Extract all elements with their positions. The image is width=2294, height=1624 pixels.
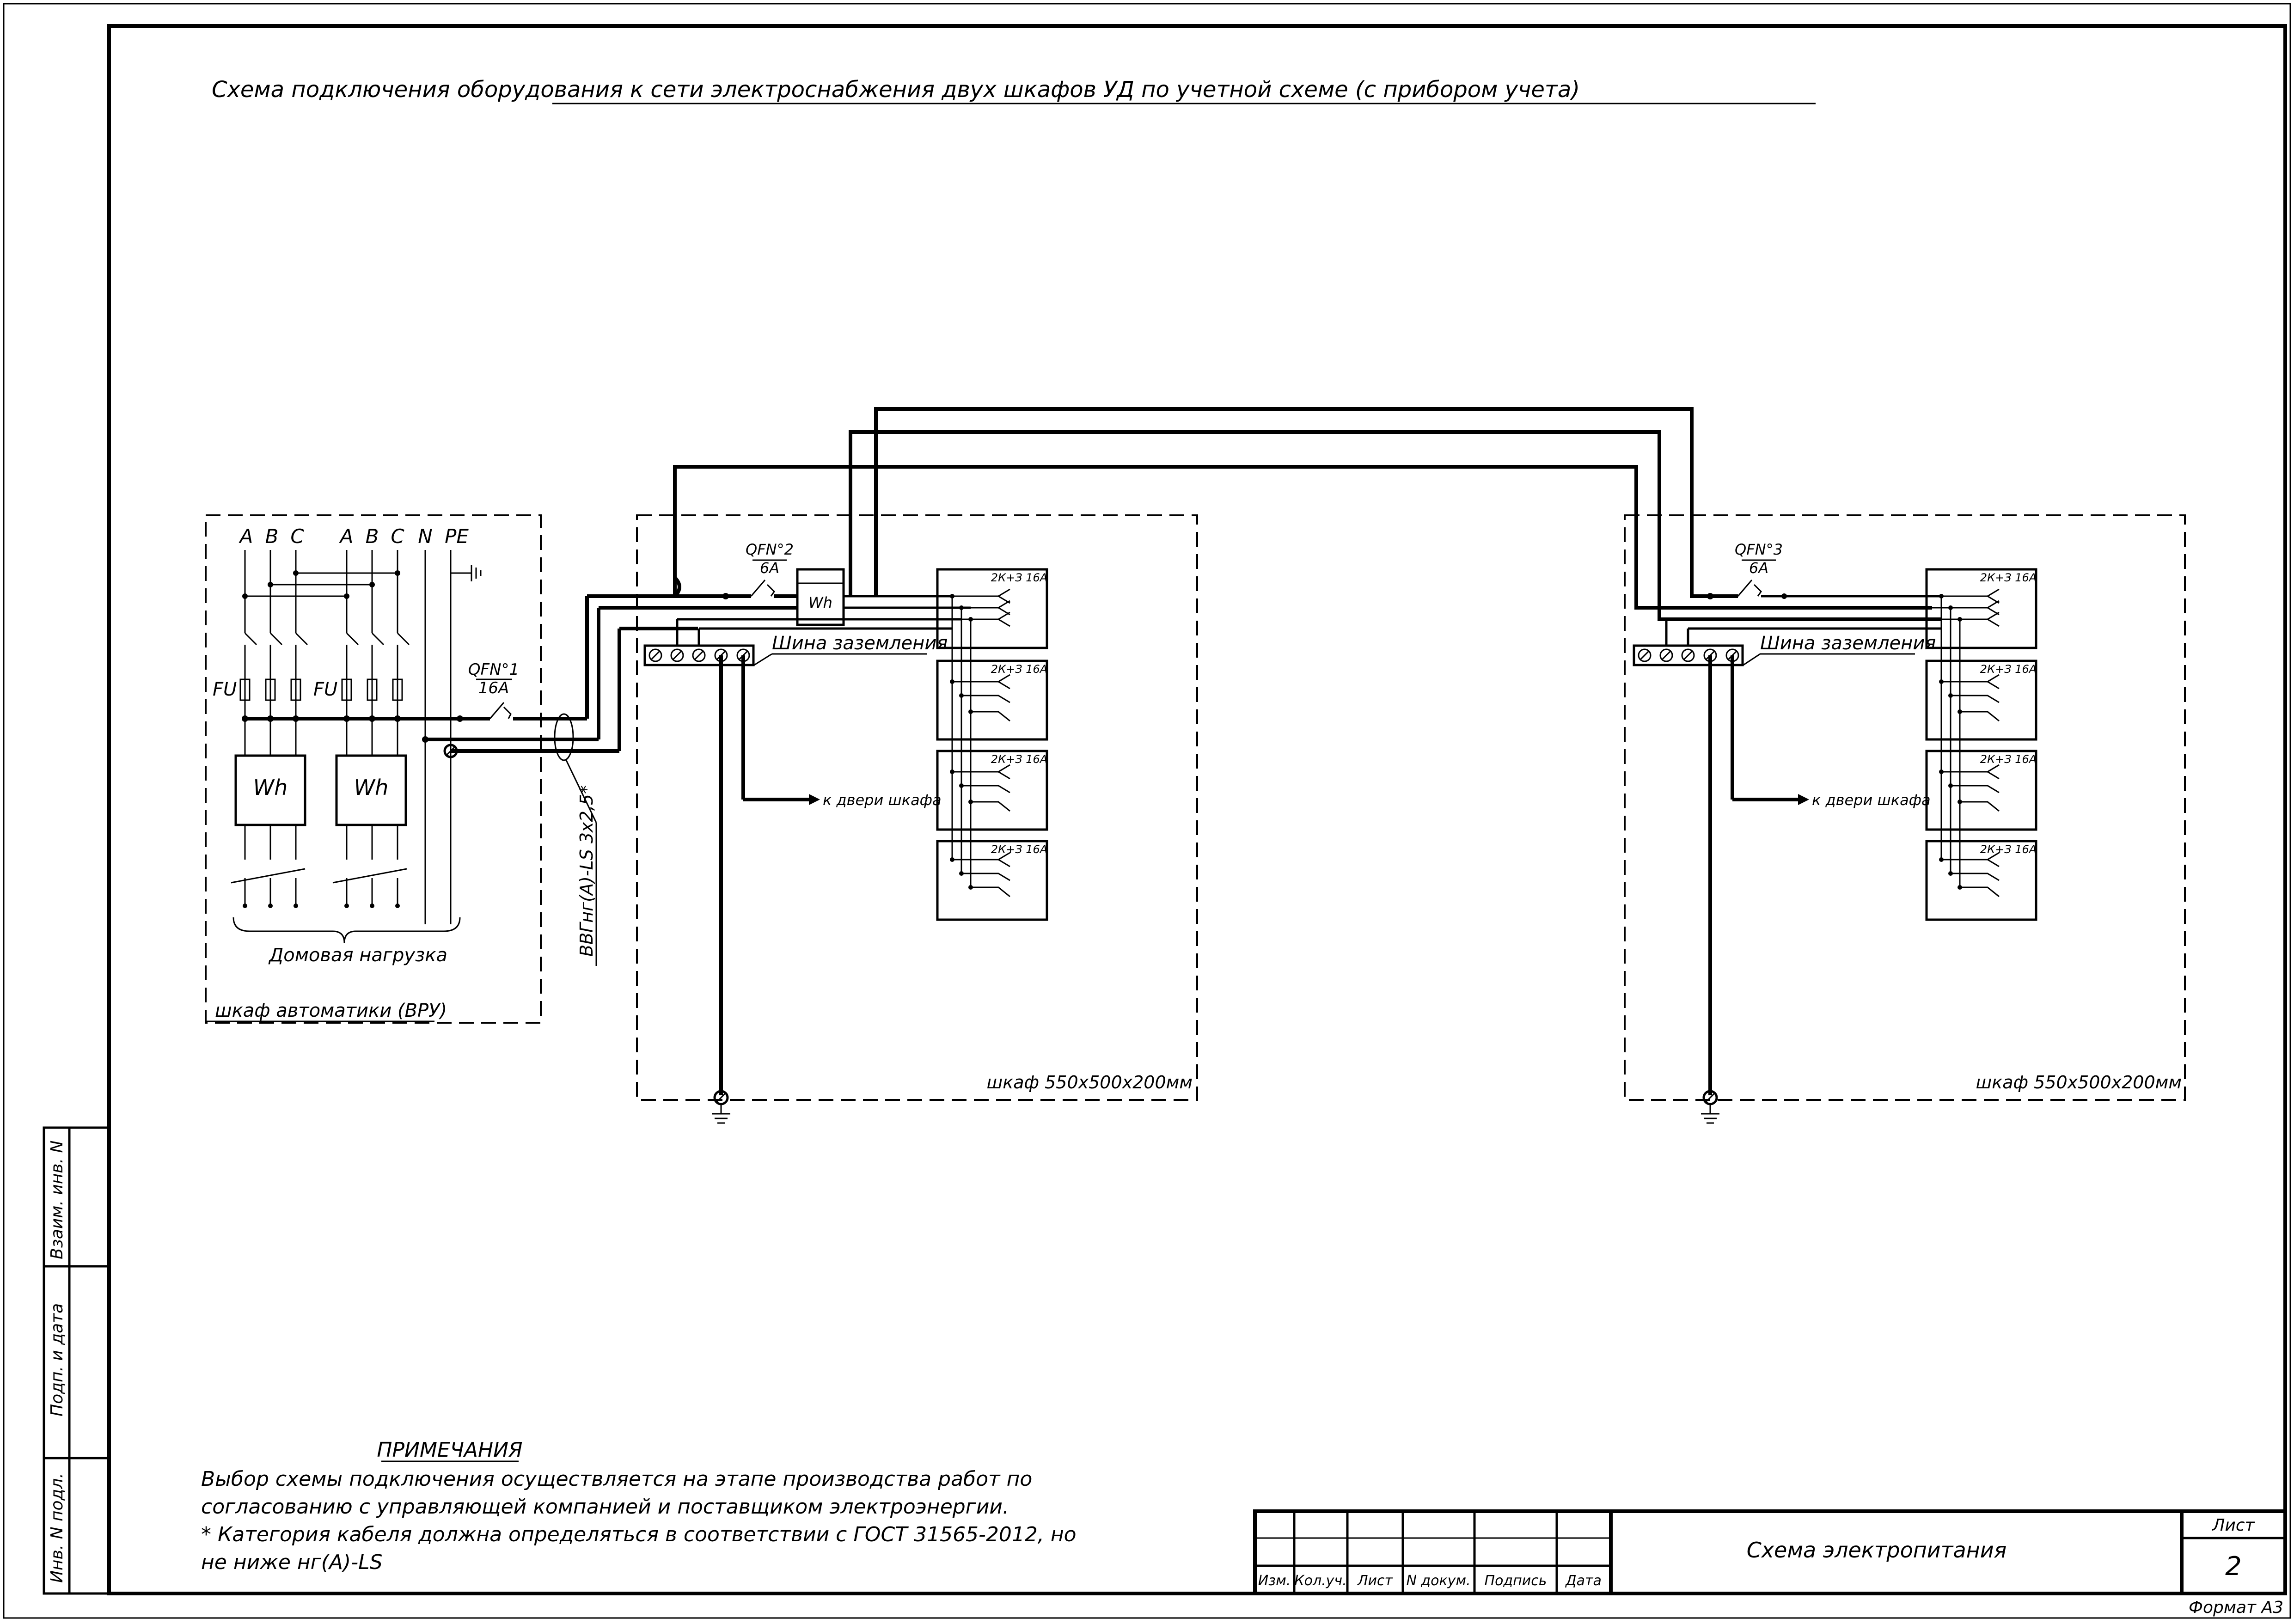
- cabinet-2-socket-4: [1925, 840, 2037, 921]
- tb-sheet-number: 2: [2225, 1551, 2242, 1581]
- cabinet-1-socket-4-label: 2К+З 16А: [991, 843, 1047, 856]
- cable-label: ВВГнг(А)-LS 3х2,5*: [576, 785, 597, 957]
- side-stamp-podp: Подп. и дата: [48, 1303, 67, 1416]
- cabinet-1-socket-3-label: 2К+З 16А: [991, 753, 1047, 766]
- side-stamp-vzaim: Взаим. инв. N: [48, 1141, 67, 1259]
- cabinet-1: Шина заземления к двери шкафа QFN°2 6А W: [636, 514, 1198, 1124]
- cabinet-1-socket-3: [936, 750, 1048, 831]
- drawing-title: Схема подключения оборудования к сети эл…: [212, 77, 1580, 103]
- phase-label-c2: C: [391, 525, 404, 548]
- cabinet-2: Шина заземления к двери шкафа QFN°3 6А 2…: [1624, 514, 2186, 1124]
- cabinet-1-meter-label: Wh: [808, 594, 832, 611]
- format-label: Формат А3: [2189, 1598, 2283, 1617]
- phase-label-pe: PE: [445, 525, 469, 548]
- qf3-rating: 6А: [1749, 559, 1768, 577]
- tb-col-date: Дата: [1565, 1573, 1602, 1589]
- vru-cabinet: A B C A B C N PE: [205, 514, 542, 1024]
- qf1-rating: 16А: [478, 679, 509, 697]
- tb-col-list: Лист: [1357, 1573, 1394, 1589]
- vru-load-label: Домовая нагрузка: [268, 945, 447, 966]
- tb-doc-title: Схема электропитания: [1747, 1538, 2007, 1563]
- cabinet-2-socket-1-label: 2К+З 16А: [1980, 571, 2037, 584]
- cabinet-2-outline: [1624, 514, 2186, 1101]
- cabinet-1-socket-1-label: 2К+З 16А: [991, 571, 1047, 584]
- qf2-rating: 6А: [760, 559, 779, 577]
- vru-meter-1-label: Wh: [253, 775, 288, 800]
- tb-col-izm: Изм.: [1258, 1573, 1291, 1589]
- inter-cabinet-lines: [673, 407, 1941, 621]
- cabinet-2-label: шкаф 550х500х200мм: [1976, 1072, 2182, 1093]
- side-stamp: Взаим. инв. N Подп. и дата Инв. N подл.: [43, 1126, 110, 1595]
- phase-label-n: N: [418, 525, 432, 548]
- side-stamp-inv: Инв. N подл.: [48, 1473, 67, 1583]
- vru-meter-2-label: Wh: [354, 775, 389, 800]
- tb-col-sign: Подпись: [1485, 1573, 1547, 1589]
- fuse-label-1: FU: [213, 679, 237, 700]
- phase-label-a1: A: [239, 525, 253, 548]
- phase-label-b2: B: [366, 525, 379, 548]
- qf1-name: QFN°1: [468, 660, 519, 679]
- cabinet-1-sockets: 2К+З 16А 2К+З 16А 2К+З 16А 2К+З 16А: [936, 568, 1048, 921]
- cabinet-2-socket-1: [1925, 568, 2037, 649]
- phase-label-a2: A: [339, 525, 354, 548]
- notes-line-3: * Категория кабеля должна определяться в…: [201, 1523, 1077, 1546]
- tb-col-koluch: Кол.уч.: [1294, 1573, 1346, 1589]
- feed-cable: QFN°1 16А ВВГнг(А)-LS 3х2,5*: [242, 594, 698, 966]
- cabinet-1-socket-4: [936, 840, 1048, 921]
- fuse-label-2: FU: [313, 679, 337, 700]
- vru-cabinet-label: шкаф автоматики (ВРУ): [215, 1000, 447, 1021]
- qf2-name: QFN°2: [746, 541, 794, 558]
- notes-line-1: Выбор схемы подключения осуществляется н…: [201, 1467, 1032, 1491]
- notes-heading: ПРИМЕЧАНИЯ: [377, 1438, 522, 1462]
- vru-cabinet-outline: [205, 514, 542, 1024]
- cabinet-1-door-label: к двери шкафа: [823, 791, 942, 809]
- cabinet-1-label: шкаф 550х500х200мм: [987, 1072, 1193, 1093]
- cabinet-2-socket-2-label: 2К+З 16А: [1980, 663, 2037, 676]
- qf3-name: QFN°3: [1735, 541, 1783, 558]
- vru-meter-2: [335, 754, 407, 826]
- cabinet-2-socket-4-label: 2К+З 16А: [1980, 843, 2037, 856]
- cabinet-1-socket-2-label: 2К+З 16А: [991, 663, 1047, 676]
- cabinet-2-sockets: 2К+З 16А 2К+З 16А 2К+З 16А 2К+З 16А: [1925, 568, 2037, 921]
- phase-label-b1: B: [265, 525, 279, 548]
- cabinet-2-door-label: к двери шкафа: [1812, 791, 1931, 809]
- notes-line-2: согласованию с управляющей компанией и п…: [201, 1495, 1009, 1519]
- notes-block: ПРИМЕЧАНИЯ Выбор схемы подключения осуще…: [201, 1438, 1077, 1574]
- phase-label-c1: C: [290, 525, 304, 548]
- tb-col-ndoc: N докум.: [1406, 1573, 1470, 1589]
- cabinet-1-outline: [636, 514, 1198, 1101]
- cabinet-2-socket-2: [1925, 659, 2037, 741]
- tb-sheet-label: Лист: [2211, 1516, 2255, 1535]
- cabinet-2-socket-3: [1925, 750, 2037, 831]
- title-block: Изм. Кол.уч. Лист N докум. Подпись Дата …: [1253, 1509, 2287, 1595]
- cabinet-2-socket-3-label: 2К+З 16А: [1980, 753, 2037, 766]
- cabinet-1-socket-2: [936, 659, 1048, 741]
- cabinet-1-ground-bus-label: Шина заземления: [772, 633, 948, 654]
- cabinet-2-ground-bus-label: Шина заземления: [1760, 633, 1936, 654]
- drawing-frame: [3, 3, 2291, 1619]
- notes-line-4: не ниже нг(А)-LS: [201, 1551, 383, 1574]
- cabinet-1-socket-1: [936, 568, 1048, 649]
